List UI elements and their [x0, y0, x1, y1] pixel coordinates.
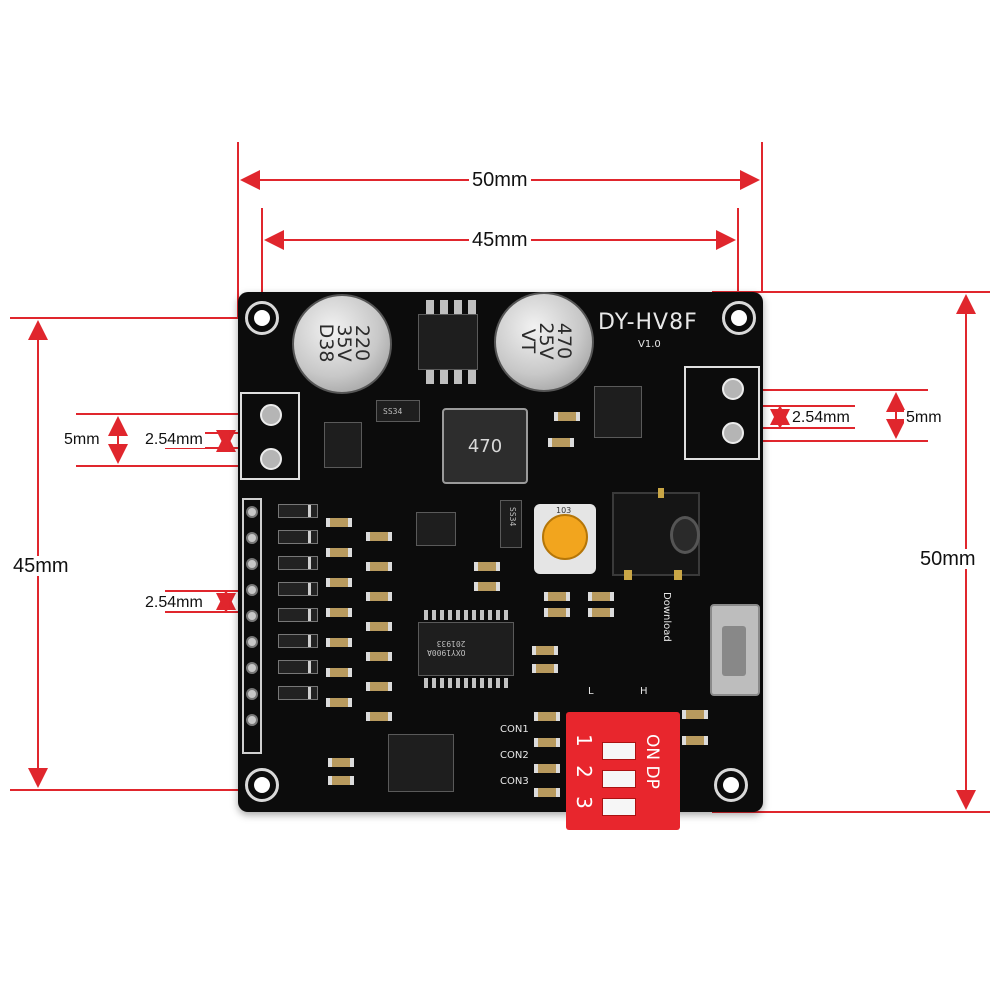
potentiometer-label: 103 [556, 506, 572, 515]
protection-diode [278, 504, 318, 518]
dip-switch-2[interactable] [602, 770, 636, 788]
eeprom-chip [388, 734, 454, 792]
io-header [242, 498, 262, 754]
main-audio-chip-label: OXY1900A 201933 [427, 639, 466, 657]
con3-label: CON3 [500, 776, 529, 787]
dip-number-labels: 1 2 3 [572, 734, 596, 815]
inductor-470: 470 [442, 408, 528, 484]
left-terminal-screw-1 [260, 404, 282, 426]
dim-top-inner-label: 45mm [469, 230, 531, 250]
con1-label: CON1 [500, 724, 529, 735]
volume-potentiometer[interactable]: 103 [534, 504, 596, 574]
inductor-label: 470 [467, 435, 503, 457]
pcb-board: DY-HV8F V1.0 220 35V D38 470 25V VT 470 … [238, 292, 763, 830]
micro-usb-port[interactable] [710, 604, 760, 696]
protection-diode [278, 634, 318, 648]
dim-left-terminal-pitch-label: 2.54mm [143, 431, 205, 448]
dip-switch[interactable]: ON DP 1 2 3 [566, 712, 680, 830]
dim-right-height-label: 50mm [917, 549, 979, 569]
left-speaker-terminal [240, 392, 300, 480]
potentiometer-knob[interactable] [542, 514, 588, 560]
left-terminal-screw-2 [260, 448, 282, 470]
dim-header-pitch-label: 2.54mm [143, 594, 205, 611]
dim-top-outer-label: 50mm [469, 170, 531, 190]
amplifier-chip-right [594, 386, 642, 438]
protection-diode [278, 556, 318, 570]
dim-left-height-label: 45mm [10, 556, 72, 576]
con2-label: CON2 [500, 750, 529, 761]
dip-switch-1[interactable] [602, 742, 636, 760]
protection-diode [278, 686, 318, 700]
transistor-package [416, 512, 456, 546]
regulator-chip [418, 314, 478, 370]
protection-diode [278, 608, 318, 622]
right-power-terminal [684, 366, 760, 460]
diode-ss34-mid-label: SS34 [508, 507, 517, 527]
capacitor-470uf-label: 470 25V VT [517, 322, 575, 360]
mounting-hole-top-right [722, 301, 756, 335]
download-label: Download [661, 592, 672, 642]
board-version: V1.0 [638, 339, 661, 350]
h-label: H [640, 686, 648, 697]
dim-right-terminal-spacing-label: 5mm [904, 409, 944, 426]
audio-jack[interactable] [612, 488, 700, 580]
mounting-hole-top-left [245, 301, 279, 335]
capacitor-220uf-label: 220 35V D38 [315, 323, 373, 363]
right-terminal-screw-1 [722, 378, 744, 400]
dim-left-terminal-spacing-label: 5mm [62, 431, 102, 448]
capacitor-220uf: 220 35V D38 [292, 294, 392, 394]
diode-ss34-top: SS34 [376, 400, 420, 422]
diode-ss34-top-label: SS34 [383, 407, 403, 416]
protection-diode [278, 582, 318, 596]
dip-switch-3[interactable] [602, 798, 636, 816]
capacitor-470uf: 470 25V VT [494, 292, 594, 392]
mounting-hole-bottom-left [245, 768, 279, 802]
main-audio-chip: OXY1900A 201933 [418, 622, 514, 676]
diode-ss34-mid: SS34 [500, 500, 522, 548]
right-terminal-screw-2 [722, 422, 744, 444]
board-title: DY-HV8F [598, 310, 698, 335]
diode-package-left [324, 422, 362, 468]
l-label: L [588, 686, 594, 697]
dim-right-terminal-pitch-label: 2.54mm [790, 409, 852, 426]
mounting-hole-bottom-right [714, 768, 748, 802]
protection-diode [278, 530, 318, 544]
protection-diode [278, 660, 318, 674]
dip-header-label: ON DP [642, 734, 662, 789]
